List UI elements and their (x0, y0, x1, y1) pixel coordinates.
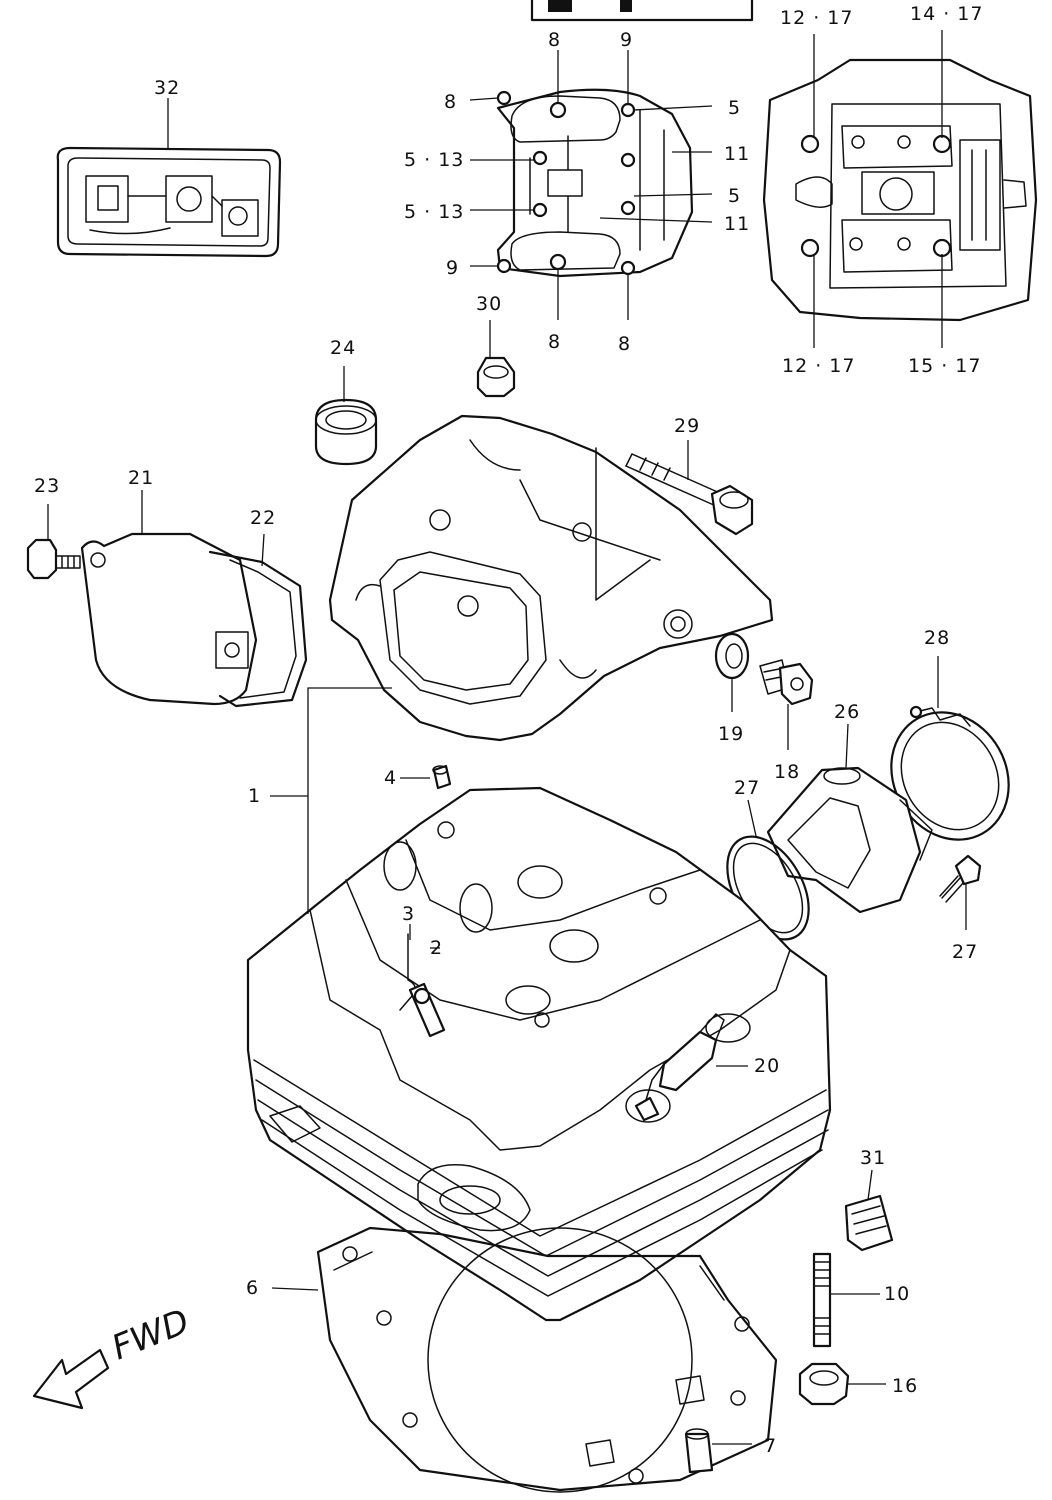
callout-25: 26 (834, 701, 860, 723)
callout-28: 28 (924, 627, 950, 649)
callout-1: 1 (248, 785, 261, 807)
callout-18: 18 (774, 761, 800, 783)
callout-detail-8-bottom-a: 8 (548, 331, 561, 353)
part-21-valve-cover (80, 532, 258, 706)
callout-24: 24 (330, 337, 356, 359)
part-19-washer (714, 632, 750, 680)
callout-27: 27 (952, 941, 978, 963)
part-24-plug (314, 398, 378, 466)
part-30-nut (476, 356, 516, 398)
callout-22: 22 (250, 507, 276, 529)
callout-7: 7 (764, 1435, 777, 1457)
callout-detail-8-bottom-b: 8 (618, 333, 631, 355)
callout-26: 27 (734, 777, 760, 799)
detail-cam-holder (496, 88, 694, 278)
part-6-head-gasket (316, 1226, 778, 1493)
part-10-stud (812, 1252, 832, 1348)
callout-detail-5-13-a: 5 · 13 (404, 149, 464, 171)
callout-21: 21 (128, 467, 154, 489)
callout-23: 23 (34, 475, 60, 497)
leader-lines (47, 30, 967, 1445)
fwd-label: FWD (106, 1302, 195, 1369)
callout-19: 19 (718, 723, 744, 745)
part-23-bolt (26, 538, 81, 580)
callout-32: 32 (154, 77, 180, 99)
callout-15-17: 15 · 17 (908, 355, 981, 377)
callout-6: 6 (246, 1277, 259, 1299)
fwd-arrow-icon (32, 1348, 110, 1410)
part-32-gasket-panel (56, 146, 282, 258)
cylinder-head-cover (328, 414, 774, 742)
part-20-spark-plug (634, 1013, 725, 1122)
callout-detail-5-b: 5 (728, 185, 741, 207)
callout-3: 3 (402, 903, 415, 925)
part-28-clamp (890, 705, 1010, 841)
header-box-fragment (530, 0, 754, 22)
detail-head-top (762, 58, 1038, 322)
part-29-long-bolt (625, 453, 754, 536)
callouts: 32 8 9 8 5 5 · 13 11 5 5 · 13 11 9 8 8 1… (34, 3, 983, 1457)
part-18-plug-bolt (759, 659, 814, 706)
callout-31: 31 (860, 1147, 886, 1169)
callout-detail-8-top: 8 (548, 29, 561, 51)
callout-4: 4 (384, 767, 397, 789)
part-7-dowel (684, 1428, 714, 1474)
callout-16: 16 (892, 1375, 918, 1397)
callout-12-17-top: 12 · 17 (780, 7, 853, 29)
callout-detail-5-13-b: 5 · 13 (404, 201, 464, 223)
callout-29: 29 (674, 415, 700, 437)
callout-detail-9-left: 9 (446, 257, 459, 279)
part-27-bolt (939, 854, 982, 903)
part-25-intake-pipe (766, 766, 933, 914)
callout-12-17-bottom: 12 · 17 (782, 355, 855, 377)
callout-10: 10 (884, 1283, 910, 1305)
callout-2: 2 (430, 937, 443, 959)
part-2-3-adjuster (399, 933, 446, 1038)
callout-detail-9-top: 9 (620, 29, 633, 51)
callout-20: 20 (754, 1055, 780, 1077)
callout-14-17: 14 · 17 (910, 3, 983, 25)
part-16-nut (798, 1362, 850, 1406)
callout-detail-8-left: 8 (444, 91, 457, 113)
cylinder-head (246, 786, 832, 1322)
part-4-dowel (432, 764, 452, 790)
callout-detail-5-a: 5 (728, 97, 741, 119)
callout-detail-11-b: 11 (724, 213, 750, 235)
callout-detail-11-a: 11 (724, 143, 750, 165)
callout-30: 30 (476, 293, 502, 315)
part-31-clip (844, 1194, 894, 1252)
